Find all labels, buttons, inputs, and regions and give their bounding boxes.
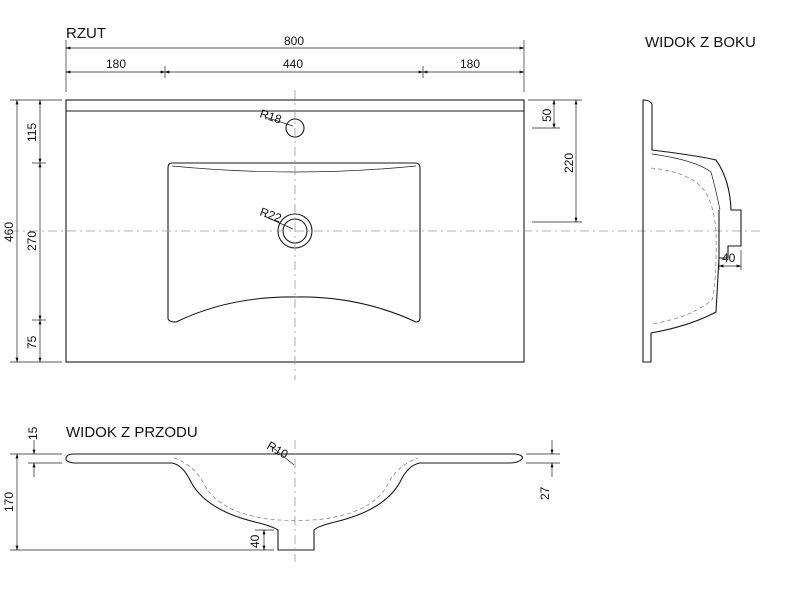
dim-right-margin: 180 [460,57,480,71]
tap-hole-radius-label: R18 [258,107,284,127]
dim-bottom-offset: 75 [25,335,39,349]
plan-bowl [167,162,421,323]
front-radius-label: R10 [265,438,291,461]
dim-front-height: 170 [2,492,16,512]
drain-leader [263,215,294,230]
side-outline [642,99,742,363]
front-view-title: WIDOK Z PRZODU [66,424,198,441]
dim-left-margin: 180 [106,57,126,71]
front-left-dimensions: 15 170 40 [2,426,274,551]
plan-depth-dimensions: 460 115 270 75 [2,99,62,363]
plan-width-dimensions: 800 180 440 180 [65,34,525,92]
dim-front-drain: 40 [248,534,262,548]
tap-hole-leader [264,116,294,127]
side-inner-profile [651,153,721,211]
plan-right-dimensions: 50 220 [528,99,582,223]
plan-view-title: RZUT [66,25,106,42]
dim-front-step: 27 [538,486,552,500]
dim-rim-depth: 50 [540,108,554,122]
front-right-dimensions: 27 [526,440,560,500]
side-view-title: WIDOK Z BOKU [645,34,756,51]
dim-bowl-depth: 270 [25,231,39,251]
dim-middle-width: 440 [283,57,303,71]
front-outline [65,453,523,551]
front-radius-leader [271,446,295,466]
dim-drain-offset: 220 [562,153,576,173]
dim-top-offset: 115 [25,123,39,142]
dim-side-drain: 40 [722,251,736,265]
dim-front-rim: 15 [26,426,40,440]
plan-view: R18 R22 [10,90,760,380]
side-view: 40 [642,99,742,363]
plan-bowl-inner [171,165,417,173]
side-hidden-bowl [650,167,717,325]
dim-total-width: 800 [284,34,304,48]
dim-total-depth: 460 [2,222,16,242]
front-view: R10 [65,438,523,562]
front-hidden-bowl [173,457,419,521]
